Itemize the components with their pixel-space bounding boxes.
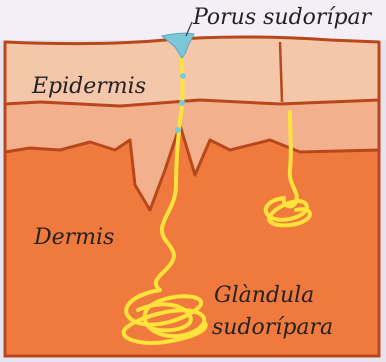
label-porus-sudoripar: Porus sudorípar xyxy=(193,6,371,30)
label-epidermis: Epidermis xyxy=(32,75,146,99)
label-glandula: Glàndula xyxy=(214,284,314,308)
duct-segment xyxy=(175,127,181,133)
duct-segment xyxy=(179,100,185,106)
label-sudoripara: sudorípara xyxy=(212,316,333,340)
duct-segment xyxy=(180,73,186,79)
label-dermis: Dermis xyxy=(34,226,114,250)
